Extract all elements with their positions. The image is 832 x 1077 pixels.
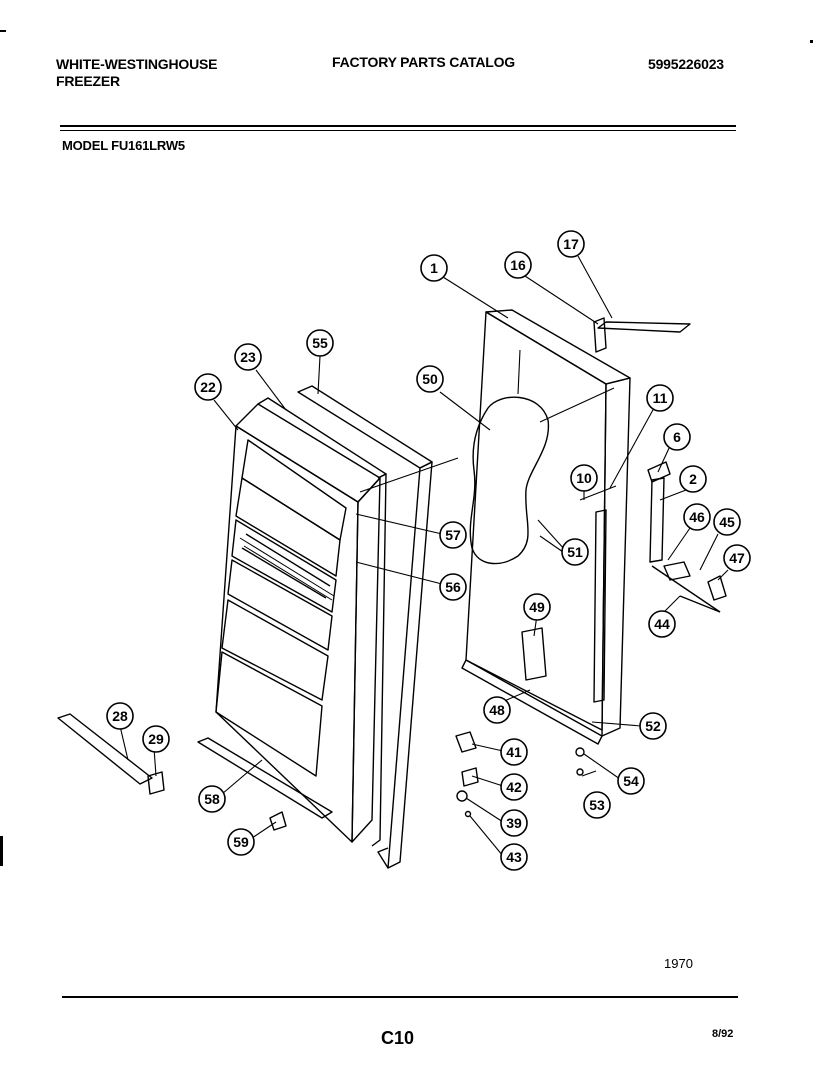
callout-29: 29 (142, 725, 170, 753)
callout-16: 16 (504, 251, 532, 279)
callout-45: 45 (713, 508, 741, 536)
callout-56: 56 (439, 573, 467, 601)
leader-lines (119, 255, 729, 857)
svg-text:53: 53 (589, 797, 605, 813)
callout-49: 49 (523, 593, 551, 621)
svg-text:23: 23 (240, 349, 256, 365)
callout-41: 41 (500, 738, 528, 766)
svg-text:17: 17 (563, 236, 579, 252)
header-rule (60, 125, 736, 127)
svg-text:28: 28 (112, 708, 128, 724)
callout-58: 58 (198, 785, 226, 813)
callout-28: 28 (106, 702, 134, 730)
breaker-strip (257, 397, 387, 847)
hinge-bracket (593, 461, 727, 703)
svg-text:49: 49 (529, 599, 545, 615)
svg-text:51: 51 (567, 544, 583, 560)
callout-1: 1 (420, 254, 448, 282)
brand-line1: WHITE-WESTINGHOUSE (56, 56, 218, 72)
svg-text:48: 48 (489, 702, 505, 718)
callout-50: 50 (416, 365, 444, 393)
brand: WHITE-WESTINGHOUSE FREEZER (56, 56, 217, 90)
callout-59: 59 (227, 828, 255, 856)
callout-6: 6 (663, 423, 691, 451)
top-trim (593, 317, 691, 353)
svg-text:57: 57 (445, 527, 461, 543)
svg-text:52: 52 (645, 718, 661, 734)
foam-insulation (469, 396, 550, 565)
callout-52: 52 (639, 712, 667, 740)
callout-43: 43 (500, 843, 528, 871)
door-gasket (297, 385, 433, 869)
svg-text:6: 6 (673, 429, 681, 445)
svg-text:41: 41 (506, 744, 522, 760)
callout-11: 11 (646, 384, 674, 412)
svg-text:47: 47 (729, 550, 745, 566)
brand-line2: FREEZER (56, 73, 120, 89)
callout-42: 42 (500, 773, 528, 801)
svg-text:50: 50 (422, 371, 438, 387)
outer-door-panel (461, 309, 631, 745)
callout-23: 23 (234, 343, 262, 371)
scan-edge-mark (0, 30, 6, 32)
scan-edge-mark-lower (0, 836, 3, 866)
svg-text:39: 39 (506, 815, 522, 831)
svg-text:43: 43 (506, 849, 522, 865)
svg-text:44: 44 (654, 616, 670, 632)
callout-48: 48 (483, 696, 511, 724)
callout-10: 10 (570, 464, 598, 492)
inner-door-liner (215, 403, 381, 843)
svg-text:55: 55 (312, 335, 328, 351)
svg-text:42: 42 (506, 779, 522, 795)
scan-speck (810, 40, 813, 43)
svg-text:16: 16 (510, 257, 526, 273)
callout-46: 46 (683, 503, 711, 531)
callout-55: 55 (306, 329, 334, 357)
svg-text:2: 2 (689, 471, 697, 487)
callout-2: 2 (679, 465, 707, 493)
svg-text:54: 54 (623, 773, 639, 789)
callout-47: 47 (723, 544, 751, 572)
svg-text:1: 1 (430, 260, 438, 276)
callout-44: 44 (648, 610, 676, 638)
svg-text:45: 45 (719, 514, 735, 530)
handle-trim (197, 737, 333, 831)
svg-text:46: 46 (689, 509, 705, 525)
header-rule-thin (60, 130, 736, 131)
svg-text:22: 22 (200, 379, 216, 395)
model-label: MODEL FU161LRW5 (62, 138, 185, 153)
svg-text:10: 10 (576, 470, 592, 486)
svg-text:56: 56 (445, 579, 461, 595)
svg-text:11: 11 (653, 390, 668, 406)
callout-53: 53 (583, 791, 611, 819)
callout-54: 54 (617, 767, 645, 795)
footer-rule (62, 996, 738, 998)
callout-22: 22 (194, 373, 222, 401)
page-code: C10 (381, 1028, 415, 1048)
svg-text:59: 59 (233, 834, 249, 850)
callout-39: 39 (500, 809, 528, 837)
callout-17: 17 (557, 230, 585, 258)
svg-text:58: 58 (204, 791, 220, 807)
revision-date: 8/92 (712, 1028, 734, 1040)
kickplate (57, 713, 165, 795)
catalog-title: FACTORY PARTS CATALOG (332, 54, 515, 70)
callout-bubbles: 1 16 17 55 23 22 50 11 6 2 10 46 45 47 5… (106, 230, 751, 871)
callout-51: 51 (561, 538, 589, 566)
svg-text:29: 29 (148, 731, 164, 747)
shelf-rack (239, 537, 335, 601)
figure-number: 1970 (664, 956, 693, 971)
callout-57: 57 (439, 521, 467, 549)
catalog-number: 5995226023 (648, 56, 724, 72)
